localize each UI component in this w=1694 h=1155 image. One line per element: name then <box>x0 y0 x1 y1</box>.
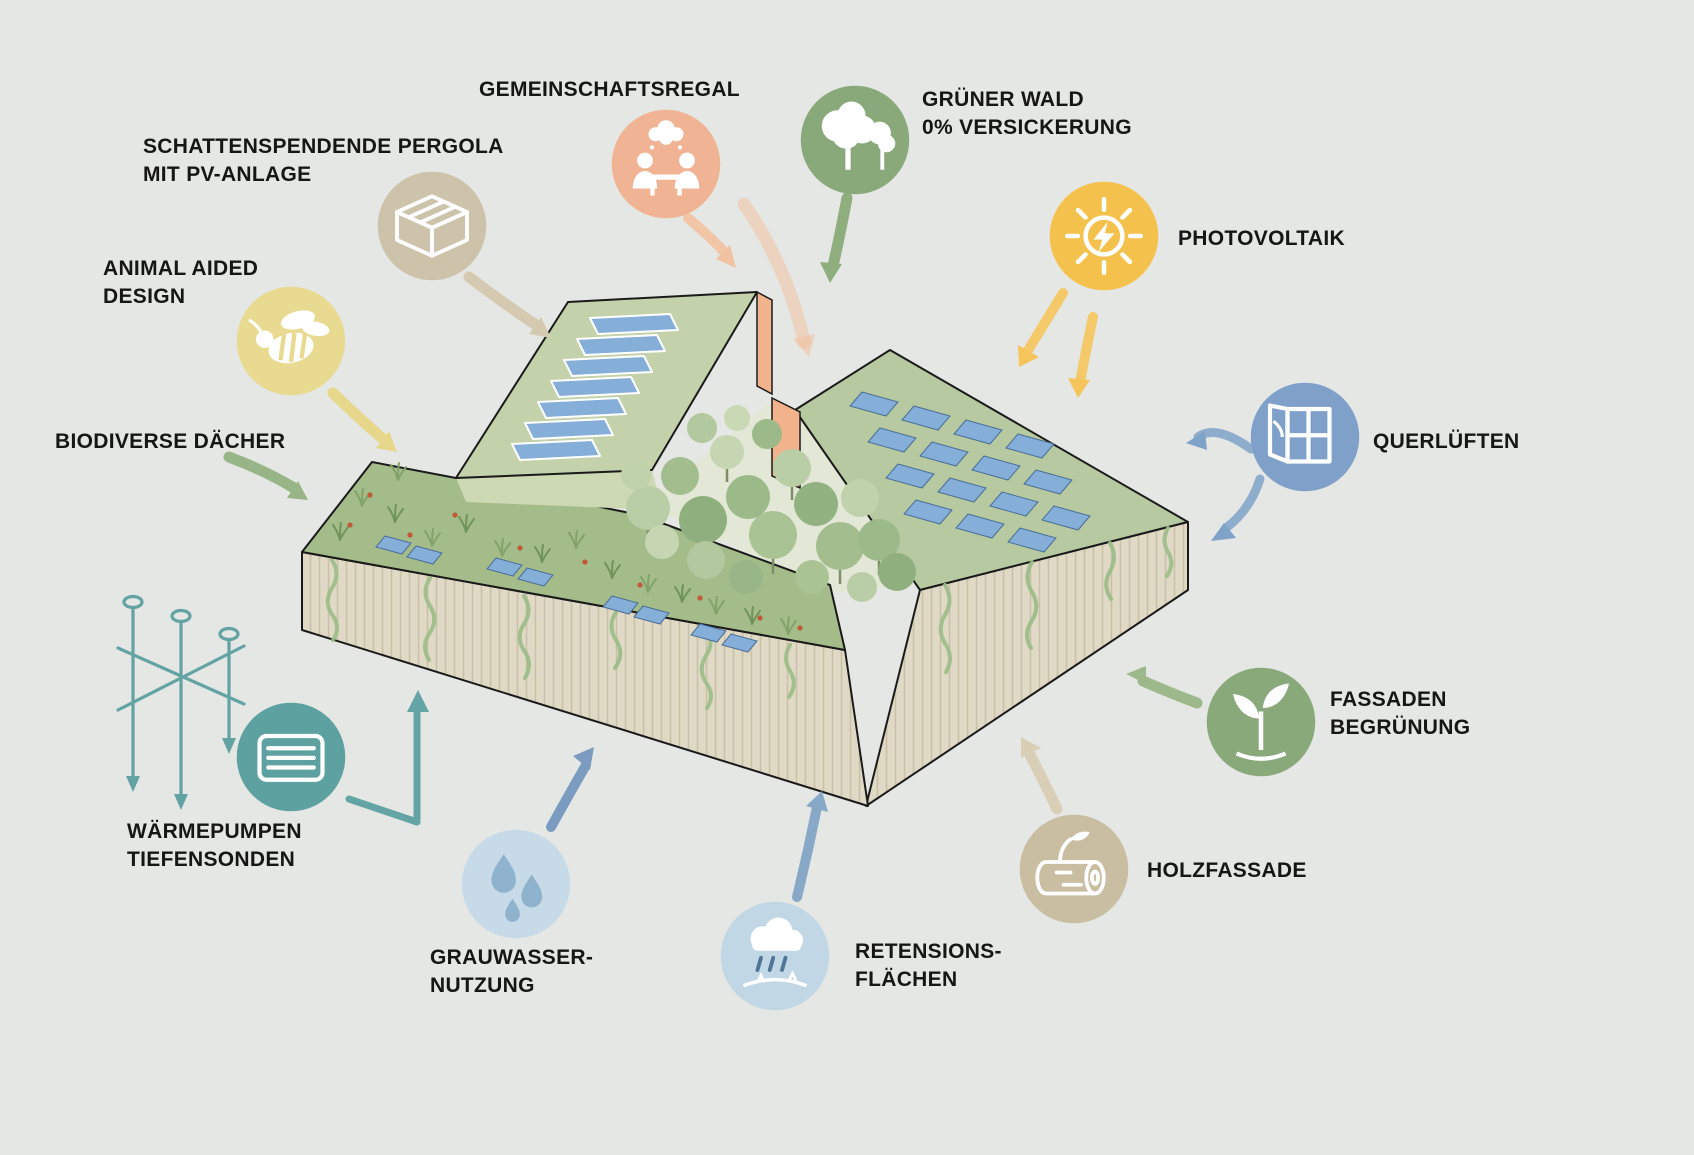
retensionsflaechen-badge <box>720 901 830 1011</box>
gemeinschaftsregal-badge <box>611 109 721 219</box>
left-roof-pergola-pv-rows <box>511 313 679 461</box>
trees-icon <box>821 101 896 170</box>
sprout-icon <box>1233 683 1289 761</box>
arrow-pergola <box>463 271 551 338</box>
label-animal-aided: ANIMAL AIDED DESIGN <box>103 257 259 308</box>
arrow-holzfassade <box>1021 737 1063 815</box>
pergola-pv-icon <box>395 194 469 258</box>
courtyard-trees <box>621 405 916 602</box>
log-icon <box>1035 831 1106 896</box>
fassaden-begruenung-badge <box>1206 667 1316 777</box>
bee-icon <box>248 310 330 364</box>
grauwasser-badge <box>461 829 571 939</box>
sun-energy-icon <box>1064 196 1144 276</box>
water-drops-icon <box>491 854 543 922</box>
label-retensionsflaechen: RETENSIONS- FLÄCHEN <box>855 940 1002 991</box>
orange-wall-top <box>756 290 773 396</box>
arrow-biodiverse-daecher <box>223 451 308 500</box>
arrow-querlueften <box>1186 428 1265 541</box>
facade-vines <box>325 526 1174 710</box>
arrow-fassaden-begruenung <box>1126 666 1203 709</box>
waermepumpen-badge <box>236 702 346 812</box>
label-gruener-wald: GRÜNER WALD 0% VERSICKERUNG <box>922 88 1132 139</box>
arrow-gemeinschaftsregal <box>683 197 815 357</box>
open-window-icon <box>1267 403 1332 464</box>
label-photovoltaik: PHOTOVOLTAIK <box>1178 227 1345 250</box>
label-fassaden-begruenung: FASSADEN BEGRÜNUNG <box>1330 688 1471 739</box>
label-pergola: SCHATTENSPENDENDE PERGOLA MIT PV-ANLAGE <box>143 135 504 186</box>
heat-pump-icon <box>257 733 325 782</box>
arrow-waermepumpen <box>345 690 429 826</box>
pergola-badge <box>377 171 487 281</box>
gruener-wald-badge <box>800 85 910 195</box>
label-grauwasser: GRAUWASSER- NUTZUNG <box>430 946 594 997</box>
building-illustration <box>301 290 1189 807</box>
label-gemeinschaftsregal: GEMEINSCHAFTSREGAL <box>479 78 740 101</box>
arrow-grauwasser <box>546 747 594 832</box>
left-wing-side-face <box>456 470 662 510</box>
label-holzfassade: HOLZFASSADE <box>1147 859 1307 882</box>
rain-cloud-icon <box>742 917 808 988</box>
label-waermepumpen: WÄRMEPUMPEN TIEFENSONDEN <box>127 820 302 871</box>
meadow-flowers <box>347 492 803 631</box>
annotation-arrows <box>223 192 1265 902</box>
community-table-icon <box>632 120 700 196</box>
arrow-photovoltaik <box>1018 288 1098 398</box>
photovoltaik-badge <box>1049 181 1159 291</box>
arrow-gruener-wald <box>820 192 853 283</box>
label-biodiverse-daecher: BIODIVERSE DÄCHER <box>55 430 286 453</box>
label-querlueften: QUERLÜFTEN <box>1373 430 1520 453</box>
holzfassade-badge <box>1019 814 1129 924</box>
animal-aided-badge <box>236 286 346 396</box>
geothermal-probes-drawing <box>116 594 246 810</box>
arrow-animal-aided <box>327 387 397 452</box>
querlueften-badge <box>1250 382 1360 492</box>
arrow-retensionsflaechen <box>792 791 828 902</box>
